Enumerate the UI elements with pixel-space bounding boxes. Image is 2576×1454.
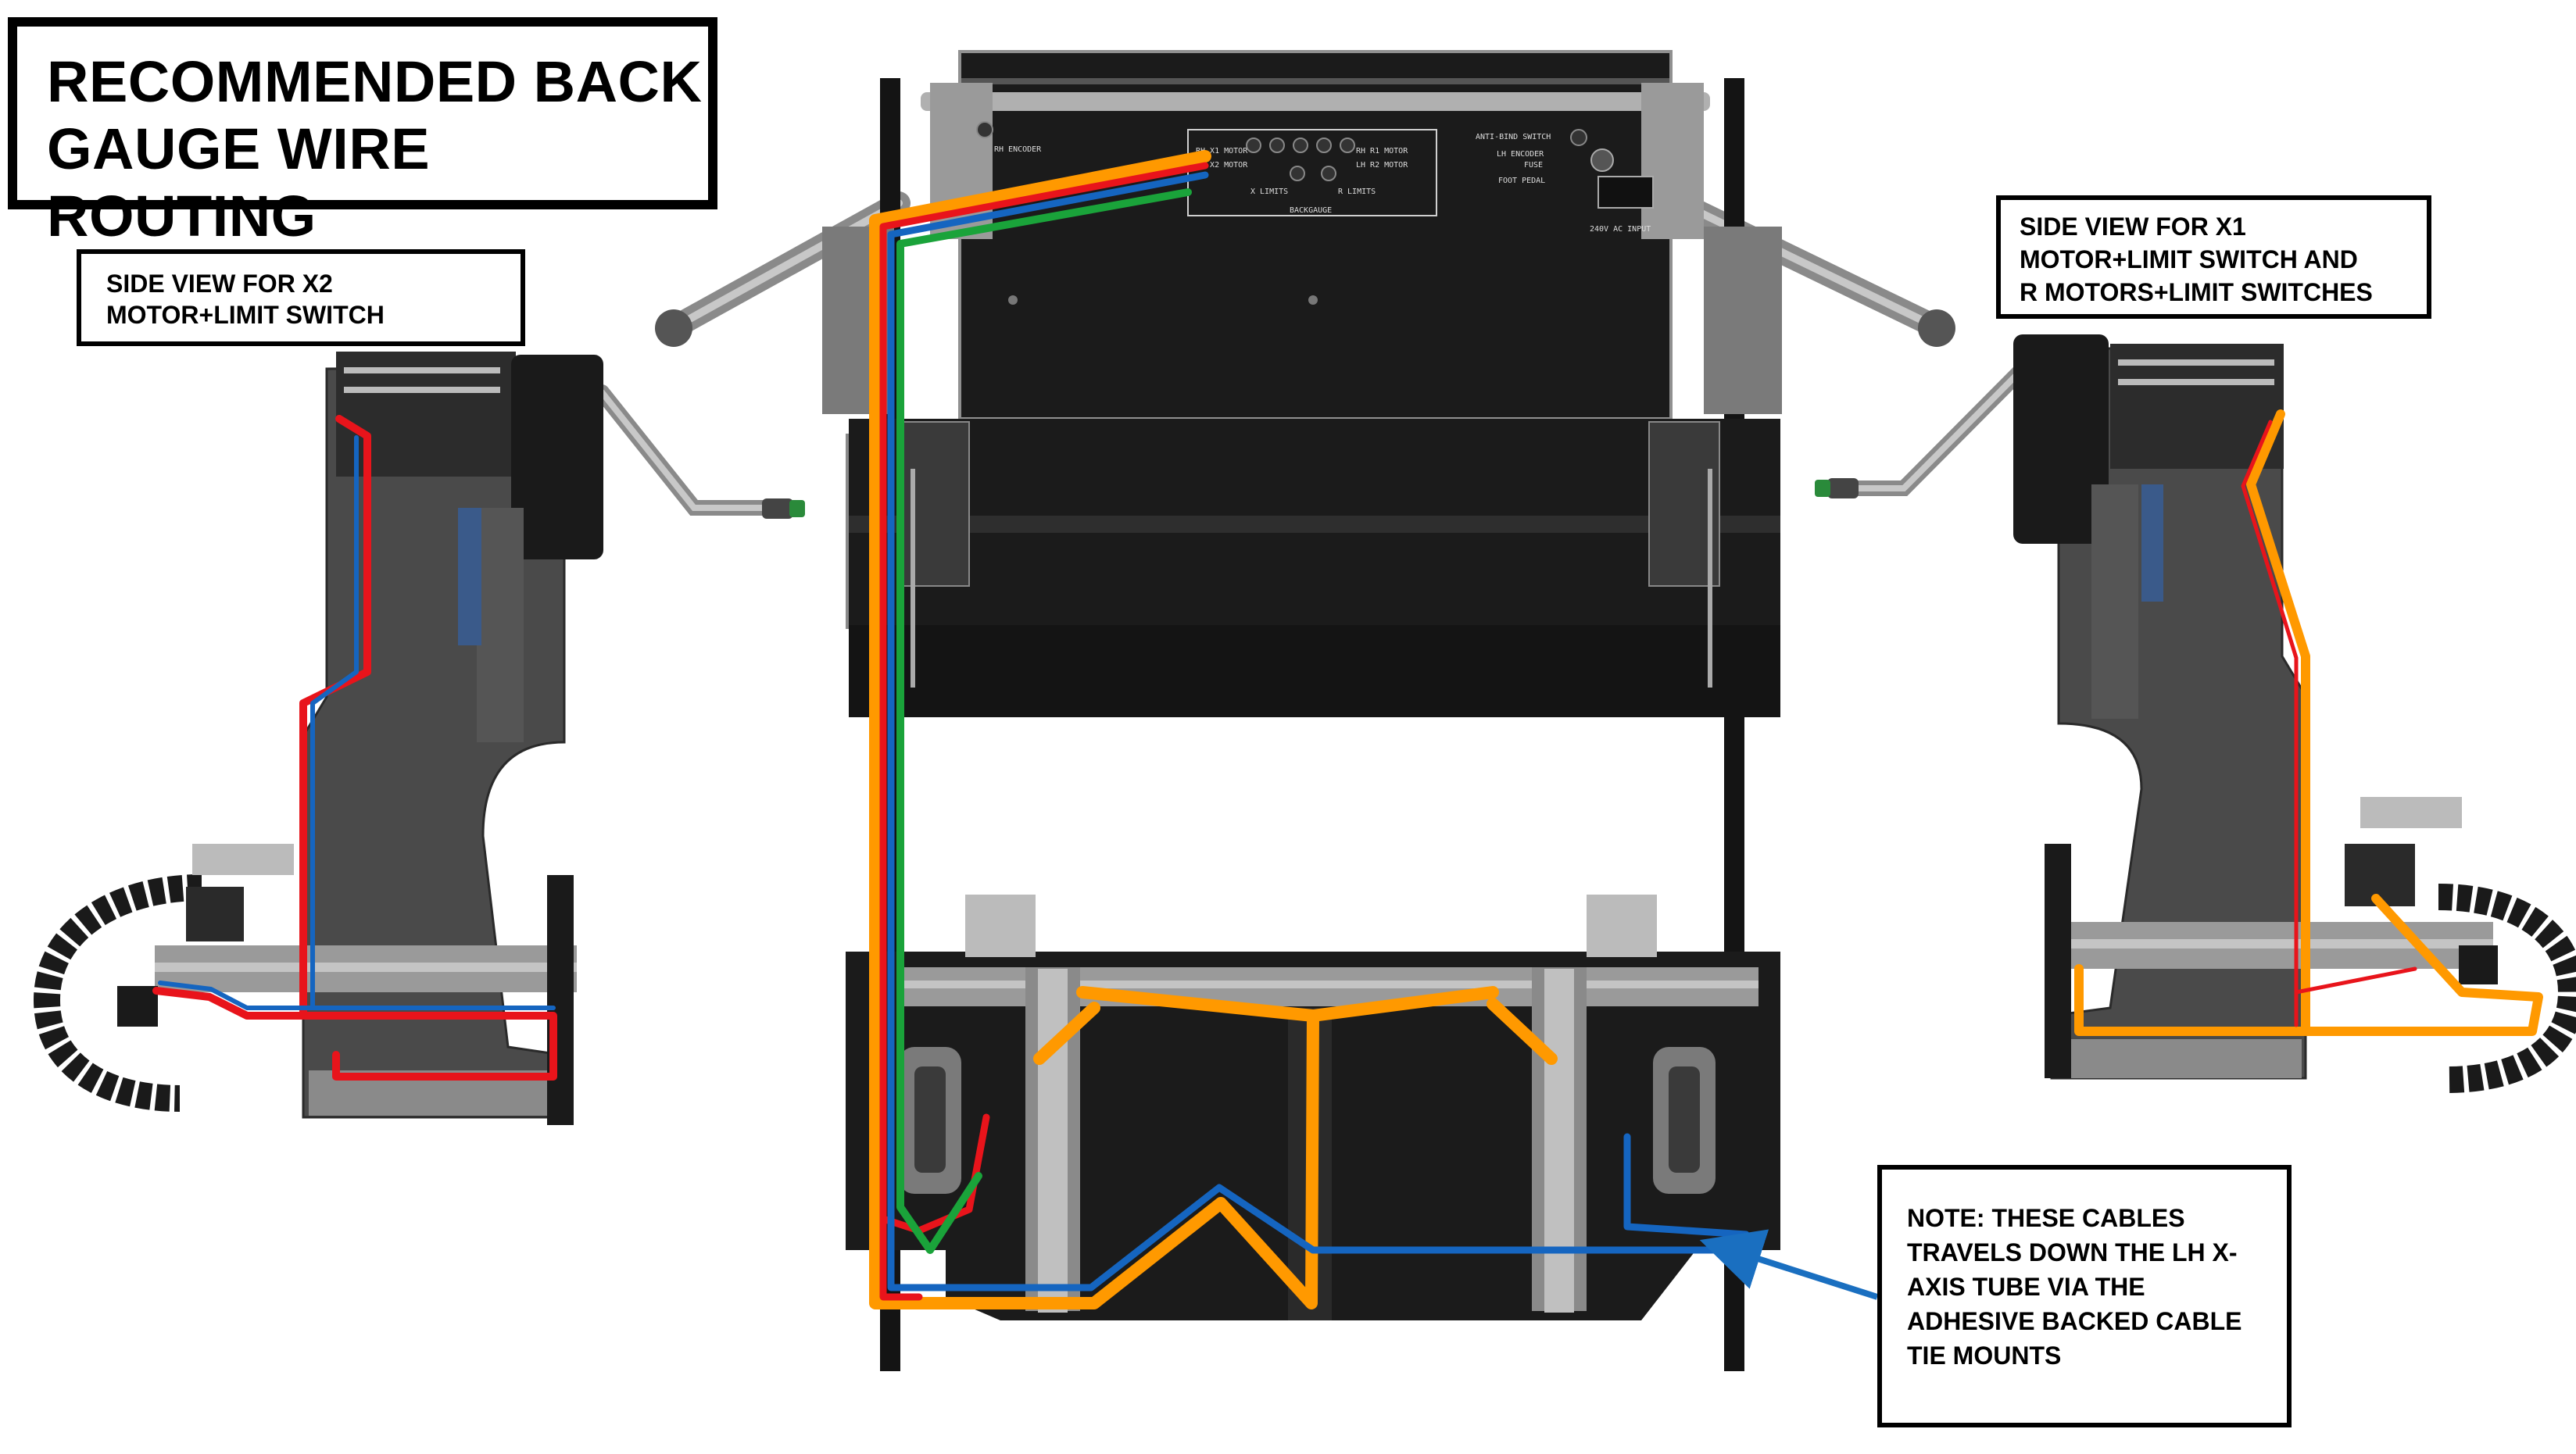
label-rh-r1-motor: RH R1 MOTOR (1356, 147, 1408, 155)
x2-side-view-callout: SIDE VIEW FOR X2 MOTOR+LIMIT SWITCH (77, 249, 525, 346)
label-rh-encoder: RH ENCODER (994, 145, 1042, 154)
back-view: RH X1 MOTOR LH X2 MOTOR RH R1 MOTOR LH R… (655, 50, 1955, 1371)
label-foot-pedal: FOOT PEDAL (1498, 177, 1545, 185)
blue-wire-center (887, 171, 1750, 1291)
blue-wire-x2 (158, 435, 556, 1010)
label-fuse: FUSE (1524, 161, 1543, 170)
power-panel: ANTI-BIND SWITCH LH ENCODER FUSE FOOT PE… (1476, 129, 1654, 234)
label-backgauge: BACKGAUGE (1290, 206, 1332, 215)
red-wire-x1 (2241, 420, 2417, 1027)
label-x-limits: X LIMITS (1250, 188, 1288, 196)
x1-side-arm (1815, 359, 2032, 498)
x1-motor (2013, 334, 2109, 544)
orange-wire-x1 (2074, 409, 2543, 1036)
label-lh-encoder: LH ENCODER (1497, 150, 1544, 159)
label-ac-input: 240V AC INPUT (1590, 225, 1651, 234)
green-wire-center (896, 188, 1192, 1254)
upper-arm-right (1669, 191, 1955, 347)
cable-note-callout-text: NOTE: THESE CABLES TRAVELS DOWN THE LH X… (1907, 1204, 2242, 1370)
label-r-limits: R LIMITS (1338, 188, 1376, 196)
wire-routes (152, 150, 2543, 1309)
upper-arm-left (655, 191, 911, 347)
orange-wire-center (869, 150, 1558, 1309)
right-side-panel (1704, 227, 1782, 414)
x1-side-view (1815, 334, 2576, 1093)
red-wire-center (879, 162, 1209, 1301)
x1-side-view-callout-text: SIDE VIEW FOR X1 MOTOR+LIMIT SWITCH AND … (2020, 213, 2373, 306)
x2-cable-chain (33, 874, 202, 1112)
label-lh-x2-motor: LH X2 MOTOR (1196, 161, 1248, 170)
x1-cable-chain (2438, 884, 2576, 1093)
label-lh-r2-motor: LH R2 MOTOR (1356, 161, 1408, 170)
connector-panel: RH X1 MOTOR LH X2 MOTOR RH R1 MOTOR LH R… (1187, 129, 1437, 216)
x2-motor (511, 355, 603, 559)
top-rail (921, 92, 1710, 111)
red-wire-x2 (152, 415, 557, 1081)
diagram-title-text: RECOMMENDED BACK GAUGE WIRE ROUTING (47, 49, 703, 248)
note-arrow (1699, 1229, 1879, 1300)
x2-side-arm (594, 384, 805, 519)
label-rh-x1-motor: RH X1 MOTOR (1196, 147, 1248, 155)
cable-note-callout: NOTE: THESE CABLES TRAVELS DOWN THE LH X… (1877, 1165, 2292, 1427)
x1-side-view-callout: SIDE VIEW FOR X1 MOTOR+LIMIT SWITCH AND … (1996, 195, 2431, 319)
diagram-title: RECOMMENDED BACK GAUGE WIRE ROUTING (8, 17, 717, 248)
x2-side-view-callout-text: SIDE VIEW FOR X2 MOTOR+LIMIT SWITCH (106, 270, 385, 329)
label-anti-bind-switch: ANTI-BIND SWITCH (1476, 133, 1551, 141)
